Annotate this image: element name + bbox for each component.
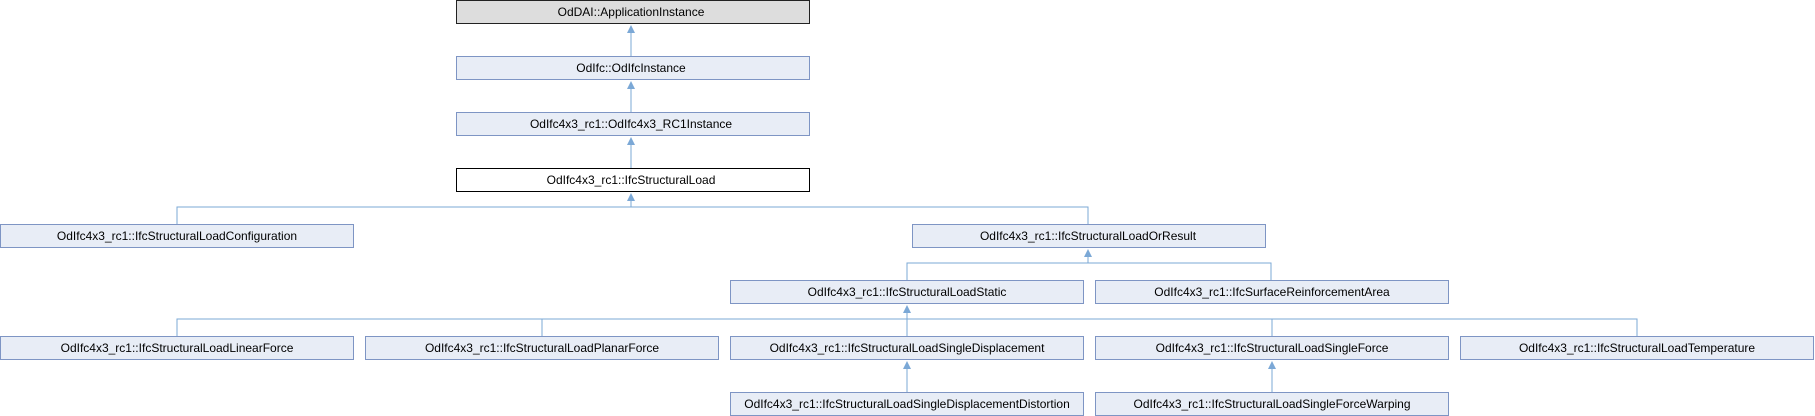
node-planar-force[interactable]: OdIfc4x3_rc1::IfcStructuralLoadPlanarFor… — [365, 336, 719, 360]
node-label: OdIfc::OdIfcInstance — [576, 61, 686, 75]
node-label: OdIfc4x3_rc1::IfcStructuralLoadSingleFor… — [1156, 341, 1389, 355]
edge-arrowhead — [627, 25, 635, 33]
edge-arrowhead — [1268, 361, 1276, 369]
node-label: OdIfc4x3_rc1::IfcStructuralLoadTemperatu… — [1519, 341, 1755, 355]
edge-arrowhead — [903, 361, 911, 369]
node-label: OdIfc4x3_rc1::IfcStructuralLoadConfigura… — [57, 229, 297, 243]
node-surface-reinforcement-area[interactable]: OdIfc4x3_rc1::IfcSurfaceReinforcementAre… — [1095, 280, 1449, 304]
node-single-force[interactable]: OdIfc4x3_rc1::IfcStructuralLoadSingleFor… — [1095, 336, 1449, 360]
edge-load-configuration-to-structural-load — [176, 206, 1089, 224]
node-odifc-instance[interactable]: OdIfc::OdIfcInstance — [456, 56, 810, 80]
edge-load-static-to-load-or-result — [906, 262, 1272, 280]
node-label: OdIfc4x3_rc1::IfcStructuralLoadOrResult — [980, 229, 1197, 243]
node-rc1-instance[interactable]: OdIfc4x3_rc1::OdIfc4x3_RC1Instance — [456, 112, 810, 136]
node-label: OdIfc4x3_rc1::IfcStructuralLoadPlanarFor… — [425, 341, 659, 355]
node-label: OdIfc4x3_rc1::IfcStructuralLoadLinearFor… — [61, 341, 294, 355]
edges — [176, 25, 1638, 392]
node-application-instance[interactable]: OdDAI::ApplicationInstance — [456, 0, 810, 24]
node-label: OdIfc4x3_rc1::IfcStructuralLoad — [547, 173, 716, 187]
edge-arrowhead — [627, 193, 635, 201]
node-linear-force[interactable]: OdIfc4x3_rc1::IfcStructuralLoadLinearFor… — [0, 336, 354, 360]
edge-arrowhead — [903, 305, 911, 313]
node-label: OdIfc4x3_rc1::IfcSurfaceReinforcementAre… — [1154, 285, 1390, 299]
node-label: OdIfc4x3_rc1::IfcStructuralLoadStatic — [808, 285, 1007, 299]
node-label: OdIfc4x3_rc1::IfcStructuralLoadSingleDis… — [770, 341, 1045, 355]
node-single-force-warping[interactable]: OdIfc4x3_rc1::IfcStructuralLoadSingleFor… — [1095, 392, 1449, 416]
node-label: OdIfc4x3_rc1::IfcStructuralLoadSingleDis… — [744, 397, 1070, 411]
node-single-displacement-distortion[interactable]: OdIfc4x3_rc1::IfcStructuralLoadSingleDis… — [730, 392, 1084, 416]
node-load-static[interactable]: OdIfc4x3_rc1::IfcStructuralLoadStatic — [730, 280, 1084, 304]
node-temperature[interactable]: OdIfc4x3_rc1::IfcStructuralLoadTemperatu… — [1460, 336, 1814, 360]
node-label: OdIfc4x3_rc1::IfcStructuralLoadSingleFor… — [1133, 397, 1410, 411]
node-label: OdDAI::ApplicationInstance — [558, 5, 705, 19]
node-structural-load[interactable]: OdIfc4x3_rc1::IfcStructuralLoad — [456, 168, 810, 192]
node-label: OdIfc4x3_rc1::OdIfc4x3_RC1Instance — [530, 117, 732, 131]
node-load-or-result[interactable]: OdIfc4x3_rc1::IfcStructuralLoadOrResult — [912, 224, 1266, 248]
edge-arrowhead — [1084, 249, 1092, 257]
node-single-displacement[interactable]: OdIfc4x3_rc1::IfcStructuralLoadSingleDis… — [730, 336, 1084, 360]
edge-arrowhead — [627, 137, 635, 145]
edge-arrowhead — [627, 81, 635, 89]
node-load-configuration[interactable]: OdIfc4x3_rc1::IfcStructuralLoadConfigura… — [0, 224, 354, 248]
